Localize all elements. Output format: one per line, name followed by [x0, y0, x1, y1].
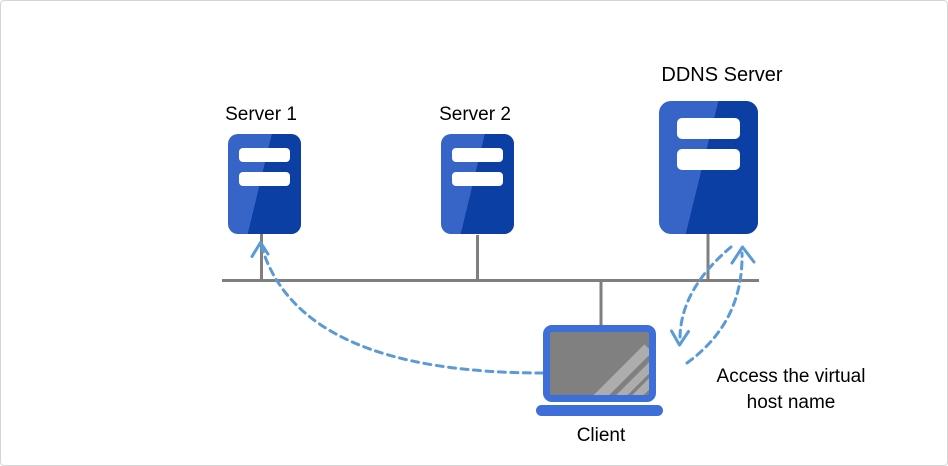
arrowhead-at-server1-icon [250, 241, 270, 258]
ddns-server-icon [659, 101, 758, 234]
server1-label: Server 1 [225, 104, 297, 125]
client-laptop-icon [543, 325, 656, 402]
server2-label: Server 2 [439, 104, 511, 125]
server1-icon [228, 134, 301, 234]
arrow-ddns-to-client [678, 245, 733, 339]
server-slot [452, 172, 503, 186]
laptop-base [536, 405, 663, 416]
server-slot [452, 148, 503, 162]
server-slot [677, 149, 740, 170]
server-slot [239, 148, 290, 162]
annotation-line-2: host name [746, 392, 836, 413]
arrow-client-to-server1 [260, 246, 545, 375]
server-slot [677, 118, 740, 139]
ddns-server-label: DDNS Server [661, 64, 783, 86]
server-slot [239, 172, 290, 186]
laptop-screen [550, 332, 649, 395]
annotation-access-virtual-host: Access the virtual host name [691, 364, 891, 416]
annotation-line-1: Access the virtual [716, 366, 866, 387]
arrowhead-at-client-icon [670, 329, 690, 347]
arrow-client-to-ddns [685, 251, 744, 365]
client-label: Client [576, 425, 626, 446]
server2-icon [441, 134, 514, 234]
arrowhead-at-ddns-icon [730, 245, 756, 265]
